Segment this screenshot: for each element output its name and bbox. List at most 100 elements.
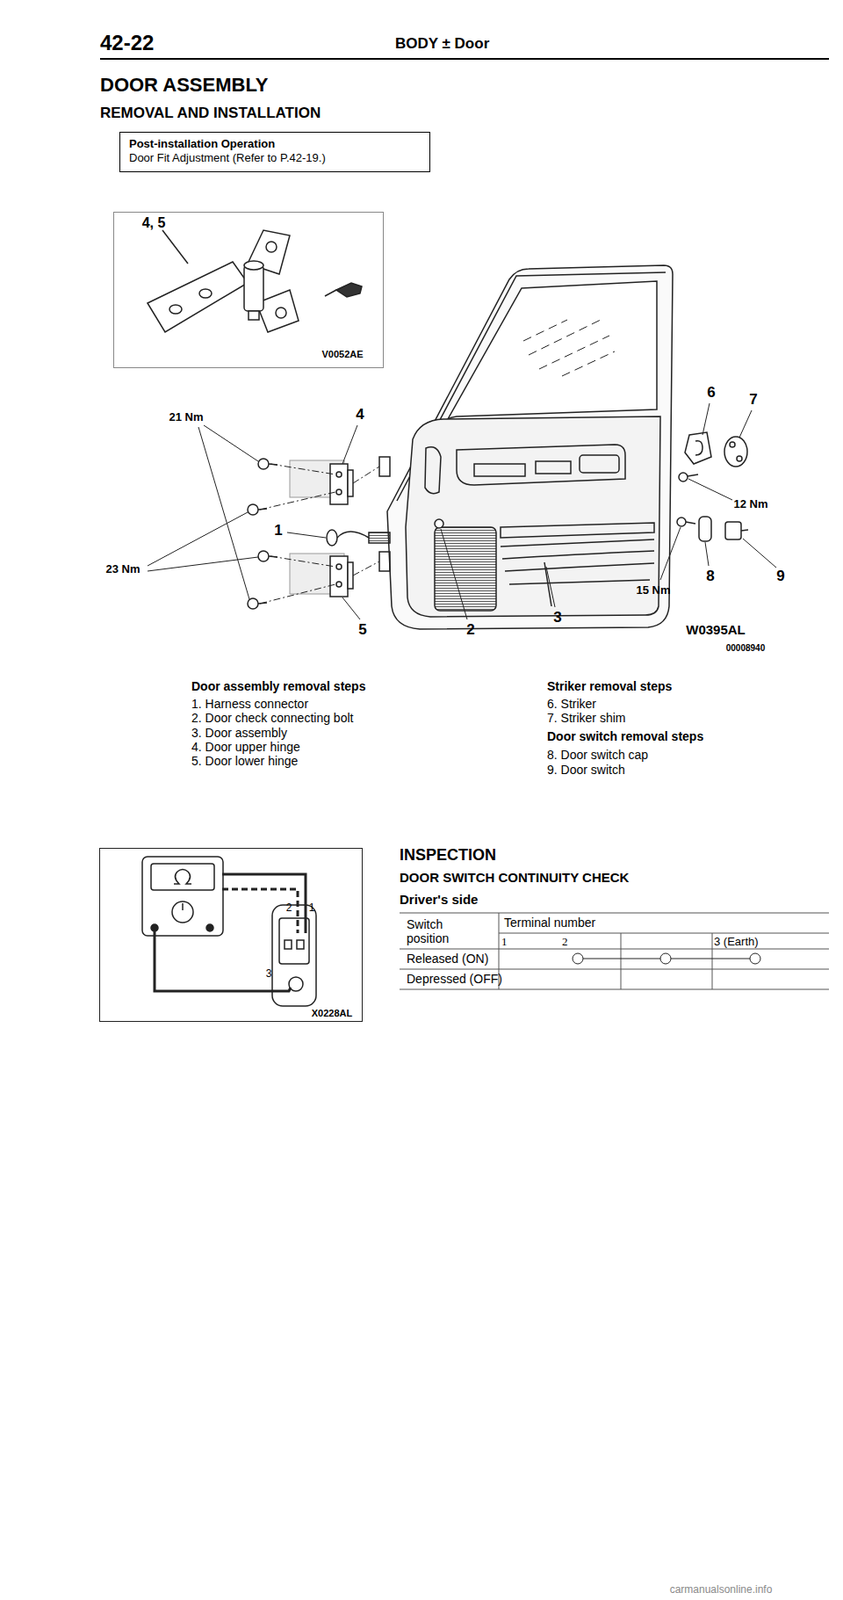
table-cell-holder: Terminal number <box>504 914 596 930</box>
table-cell-holder: Switch position <box>406 916 477 945</box>
callout-number-holder: 4 <box>355 405 364 424</box>
torque-value-holder: 23 Nm <box>105 560 140 577</box>
callout-number: 4 <box>355 405 364 423</box>
striker-switch-parts <box>677 432 749 541</box>
callout-number: 4, 5 <box>142 215 166 231</box>
note-heading: Post-installation Operation <box>129 136 421 152</box>
terminal-number: 1 <box>309 900 316 914</box>
section-header: BODY ± Door <box>395 35 490 52</box>
list-item-holder: 7. Striker shim <box>547 709 626 726</box>
list-heading-holder: Striker removal steps <box>547 677 672 694</box>
table-cell: Released (ON) <box>406 951 489 966</box>
tester-drawing <box>142 856 317 1006</box>
subsection-heading-holder: DOOR SWITCH CONTINUITY CHECK <box>399 869 629 886</box>
figure-code: 00008940 <box>726 642 766 653</box>
subsection-heading: REMOVAL AND INSTALLATION <box>100 104 321 122</box>
list-item: 4. Door upper hinge <box>191 739 301 754</box>
list-item: 1. Harness connector <box>191 696 309 711</box>
terminal-number-holder: 3 <box>266 964 273 980</box>
callout-number-holder: 4, 5 <box>142 215 166 231</box>
header-rule <box>100 58 829 60</box>
figure-code: V0052AE <box>321 348 363 360</box>
figure-code: W0395AL <box>685 621 746 637</box>
terminal-number: 2 <box>286 900 293 914</box>
door-drawing <box>379 265 673 629</box>
subsection-heading-holder: Driver's side <box>399 891 478 908</box>
section-title-holder: DOOR ASSEMBLY <box>100 73 269 96</box>
list-item: 3. Door assembly <box>191 725 288 740</box>
table-cell: 1 <box>501 934 508 948</box>
note-body: Door Fit Adjustment (Refer to P.42-19.) <box>129 151 421 166</box>
list-item: 8. Door switch cap <box>547 747 649 762</box>
callout-number: 3 <box>553 608 562 626</box>
figure-code-holder: W0395AL <box>685 621 746 638</box>
table-cell: Terminal number <box>504 915 596 930</box>
inset-figure: 4, 5 V0052AE <box>113 211 384 368</box>
table-cell-holder: 3 (Earth) <box>713 932 759 949</box>
table-cell: Depressed (OFF) <box>406 971 503 986</box>
list-item-holder: 9. Door switch <box>547 761 626 778</box>
callout-number: 5 <box>358 620 367 638</box>
callout-number: 9 <box>776 567 785 584</box>
subsection-heading: DOOR SWITCH CONTINUITY CHECK <box>399 869 629 885</box>
list-item: 6. Striker <box>547 696 597 711</box>
section-title: DOOR ASSEMBLY <box>100 73 269 96</box>
list-item-holder: 5. Door lower hinge <box>191 752 298 769</box>
callout-number: 1 <box>273 521 282 539</box>
callout-number: 2 <box>466 620 475 638</box>
list-item: 5. Door lower hinge <box>191 753 298 768</box>
figure-code-holder: V0052AE <box>321 345 363 361</box>
list-item: 2. Door check connecting bolt <box>191 710 354 725</box>
list-item: 9. Door switch <box>547 762 626 777</box>
hinge-parts <box>247 458 444 609</box>
list-item-holder: 2. Door check connecting bolt <box>191 709 354 726</box>
callout-number: 7 <box>749 390 757 408</box>
list-item: 7. Striker shim <box>547 710 626 725</box>
terminal-number-holder: 2 <box>286 898 293 915</box>
subsection-heading: Driver's side <box>399 891 478 907</box>
figure-code-holder: 00008940 <box>726 638 766 655</box>
inset-figure: 2 1 3X0228AL <box>99 847 363 1022</box>
callout-number-holder: 1 <box>273 521 282 540</box>
section-heading: INSPECTION <box>399 845 497 864</box>
torque-value: 23 Nm <box>105 562 140 576</box>
section-heading-holder: INSPECTION <box>399 845 497 865</box>
torque-value: 15 Nm <box>635 583 671 597</box>
leader-lines <box>147 403 777 620</box>
callout-number-holder: 8 <box>706 567 714 585</box>
list-item-holder: 8. Door switch cap <box>547 746 649 763</box>
list-item-holder: 4. Door upper hinge <box>191 738 301 755</box>
callout-number-holder: 6 <box>706 383 715 402</box>
list-heading: Striker removal steps <box>547 678 672 693</box>
hinge-drawing <box>147 230 362 332</box>
table-cell: Switch position <box>406 916 477 945</box>
continuity-table <box>399 912 829 989</box>
callout-number: 8 <box>706 567 714 584</box>
watermark: carmanualsonline.info <box>670 1582 773 1595</box>
watermark-holder: carmanualsonline.info <box>670 1579 773 1596</box>
list-heading: Door switch removal steps <box>547 728 704 743</box>
list-heading-holder: Door switch removal steps <box>547 727 704 744</box>
table-cell: 2 <box>562 934 569 948</box>
callout-number-holder: 5 <box>358 620 367 639</box>
callout-number-holder: 7 <box>749 390 757 409</box>
callout-number: 6 <box>706 383 715 401</box>
terminal-number-holder: 1 <box>309 898 316 915</box>
table-cell-holder: 1 <box>501 932 508 949</box>
subsection-heading-holder: REMOVAL AND INSTALLATION <box>100 104 321 123</box>
torque-value-holder: 12 Nm <box>733 495 768 512</box>
torque-value: 12 Nm <box>733 497 768 511</box>
list-heading-holder: Door assembly removal steps <box>191 677 366 694</box>
figure-code-holder: X0228AL <box>311 1003 353 1020</box>
figure-code: X0228AL <box>311 1007 353 1018</box>
table-cell-holder: Depressed (OFF) <box>406 970 503 987</box>
list-item-holder: 1. Harness connector <box>191 695 309 712</box>
callout-number-holder: 3 <box>553 608 562 627</box>
callout-number-holder: 2 <box>466 620 475 639</box>
torque-value-holder: 21 Nm <box>168 408 203 425</box>
page-number-holder: 42-22 <box>100 30 154 56</box>
torque-value-holder: 15 Nm <box>635 581 671 598</box>
torque-value: 21 Nm <box>168 410 203 424</box>
table-cell-holder: 2 <box>562 932 569 949</box>
